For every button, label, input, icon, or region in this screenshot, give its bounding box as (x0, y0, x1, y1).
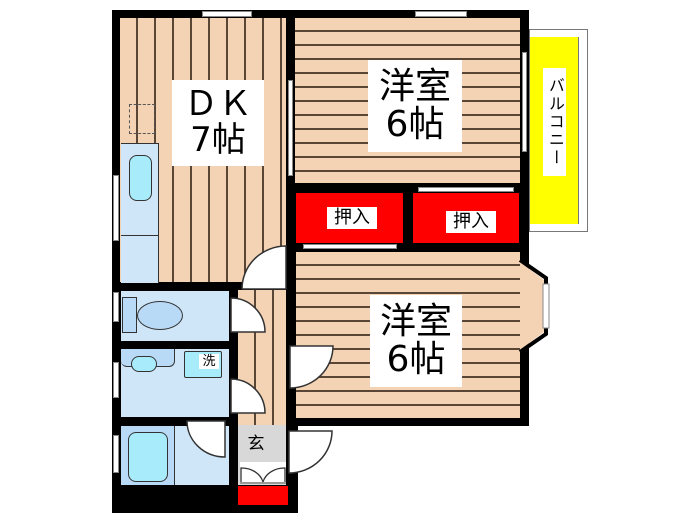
bathroom-window (113, 435, 119, 473)
bathroom-door[interactable] (186, 420, 226, 458)
western-room-2-label: 洋室 6帖 (370, 295, 462, 387)
washroom-window (113, 362, 119, 398)
dk-room-label: ＤＫ 7帖 (172, 80, 264, 166)
bay-window (518, 258, 550, 354)
kitchen-sink-icon (129, 155, 152, 201)
closet-1-sliding-door[interactable] (303, 244, 397, 249)
western-room-2-name: 洋室 (379, 301, 452, 343)
dk-room-size: 7帖 (190, 120, 246, 160)
entrance-label: 玄 (245, 434, 267, 456)
washroom-door[interactable] (230, 378, 266, 414)
closet-2-label: 押入 (446, 211, 496, 233)
dk-room-name: ＤＫ (184, 84, 252, 125)
closet-2-sliding-door[interactable] (418, 187, 514, 192)
range-hood-icon (129, 104, 155, 134)
western-room-2-door[interactable] (289, 345, 335, 389)
bathtub-icon (128, 432, 168, 482)
toilet-door[interactable] (230, 297, 266, 333)
western-room-1-balcony-window (522, 52, 527, 152)
entrance-side-door[interactable] (288, 430, 334, 474)
western-room-1-top-window (415, 11, 467, 17)
western-room-1-label: 洋室 6帖 (368, 60, 462, 152)
shoe-cabinet (238, 486, 288, 505)
entrance-double-door[interactable] (240, 462, 286, 484)
dk-side-window (288, 80, 293, 176)
dk-top-window (202, 11, 252, 17)
closet-2-name: 押入 (453, 210, 489, 232)
toilet-tank-icon (122, 297, 137, 333)
entrance-name: 玄 (247, 434, 265, 455)
western-room-1-size: 6帖 (385, 104, 445, 145)
western-room-2-size: 6帖 (386, 339, 446, 380)
toilet-window (113, 292, 119, 322)
washing-machine-label: 洗 (199, 354, 219, 369)
dk-left-window (113, 175, 119, 241)
toilet-bowl-icon (137, 301, 183, 330)
western-room-2 (296, 252, 520, 418)
balcony-label: バルコニー (543, 68, 566, 176)
closet-1-label: 押入 (327, 207, 377, 229)
counter-divider (121, 235, 159, 236)
western-room-1-name: 洋室 (378, 66, 451, 108)
washing-machine-text: 洗 (202, 353, 216, 369)
closet-1-name: 押入 (334, 206, 370, 228)
balcony-name: バルコニー (545, 77, 565, 167)
dk-door[interactable] (241, 245, 287, 291)
washbasin-icon (131, 356, 157, 372)
